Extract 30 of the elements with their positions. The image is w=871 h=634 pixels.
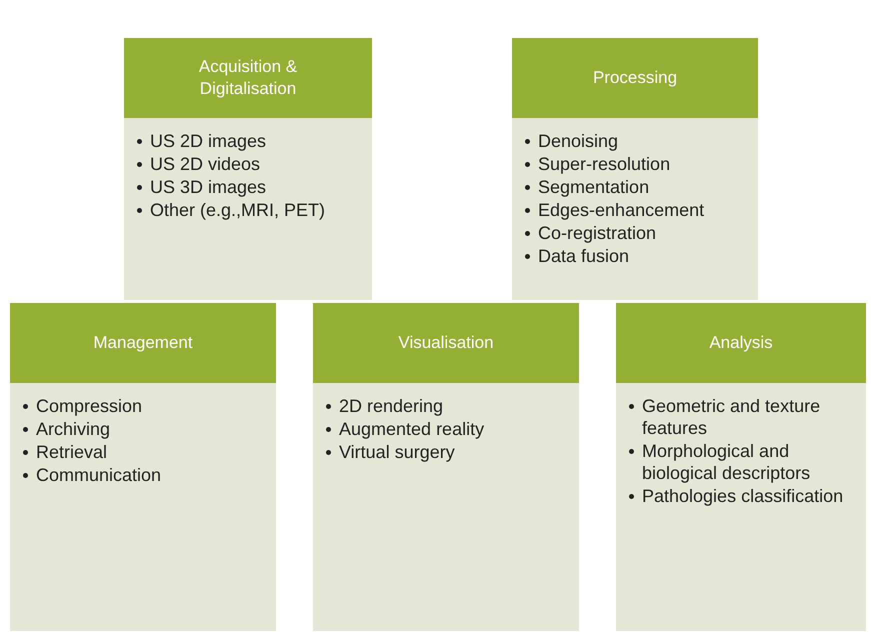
category-card: [10, 303, 276, 631]
list-item: 2D rendering: [338, 395, 444, 417]
list-item: Denoising: [537, 130, 618, 152]
list-item: Retrieval: [35, 441, 108, 463]
list-item: US 3D images: [149, 176, 266, 198]
list-item: US 2D videos: [149, 153, 260, 175]
card-heading: Analysis: [709, 332, 773, 354]
list-item: Co-registration: [537, 222, 656, 244]
list-item: US 2D images: [149, 130, 266, 152]
list-item: Edges-enhancement: [537, 199, 704, 221]
list-item: Morphological and biological descriptors: [641, 440, 812, 484]
card-heading: Acquisition & Digitalisation: [198, 56, 298, 100]
category-card: [616, 303, 866, 631]
list-item: Communication: [35, 464, 162, 486]
card-heading: Processing: [592, 67, 678, 89]
list-item: Other (e.g.,MRI, PET): [149, 199, 326, 221]
list-item: Pathologies classification: [641, 485, 844, 507]
list-item: Super-resolution: [537, 153, 670, 175]
list-item: Geometric and texture features: [641, 395, 822, 439]
list-item: Compression: [35, 395, 142, 417]
list-item: Data fusion: [537, 245, 630, 267]
category-card: [124, 38, 372, 300]
list-item: Archiving: [35, 418, 110, 440]
list-item: Segmentation: [537, 176, 650, 198]
category-card: [512, 38, 758, 300]
card-heading: Management: [93, 332, 193, 354]
card-heading: Visualisation: [398, 332, 494, 354]
category-card: [313, 303, 579, 631]
list-item: Virtual surgery: [338, 441, 455, 463]
list-item: Augmented reality: [338, 418, 484, 440]
